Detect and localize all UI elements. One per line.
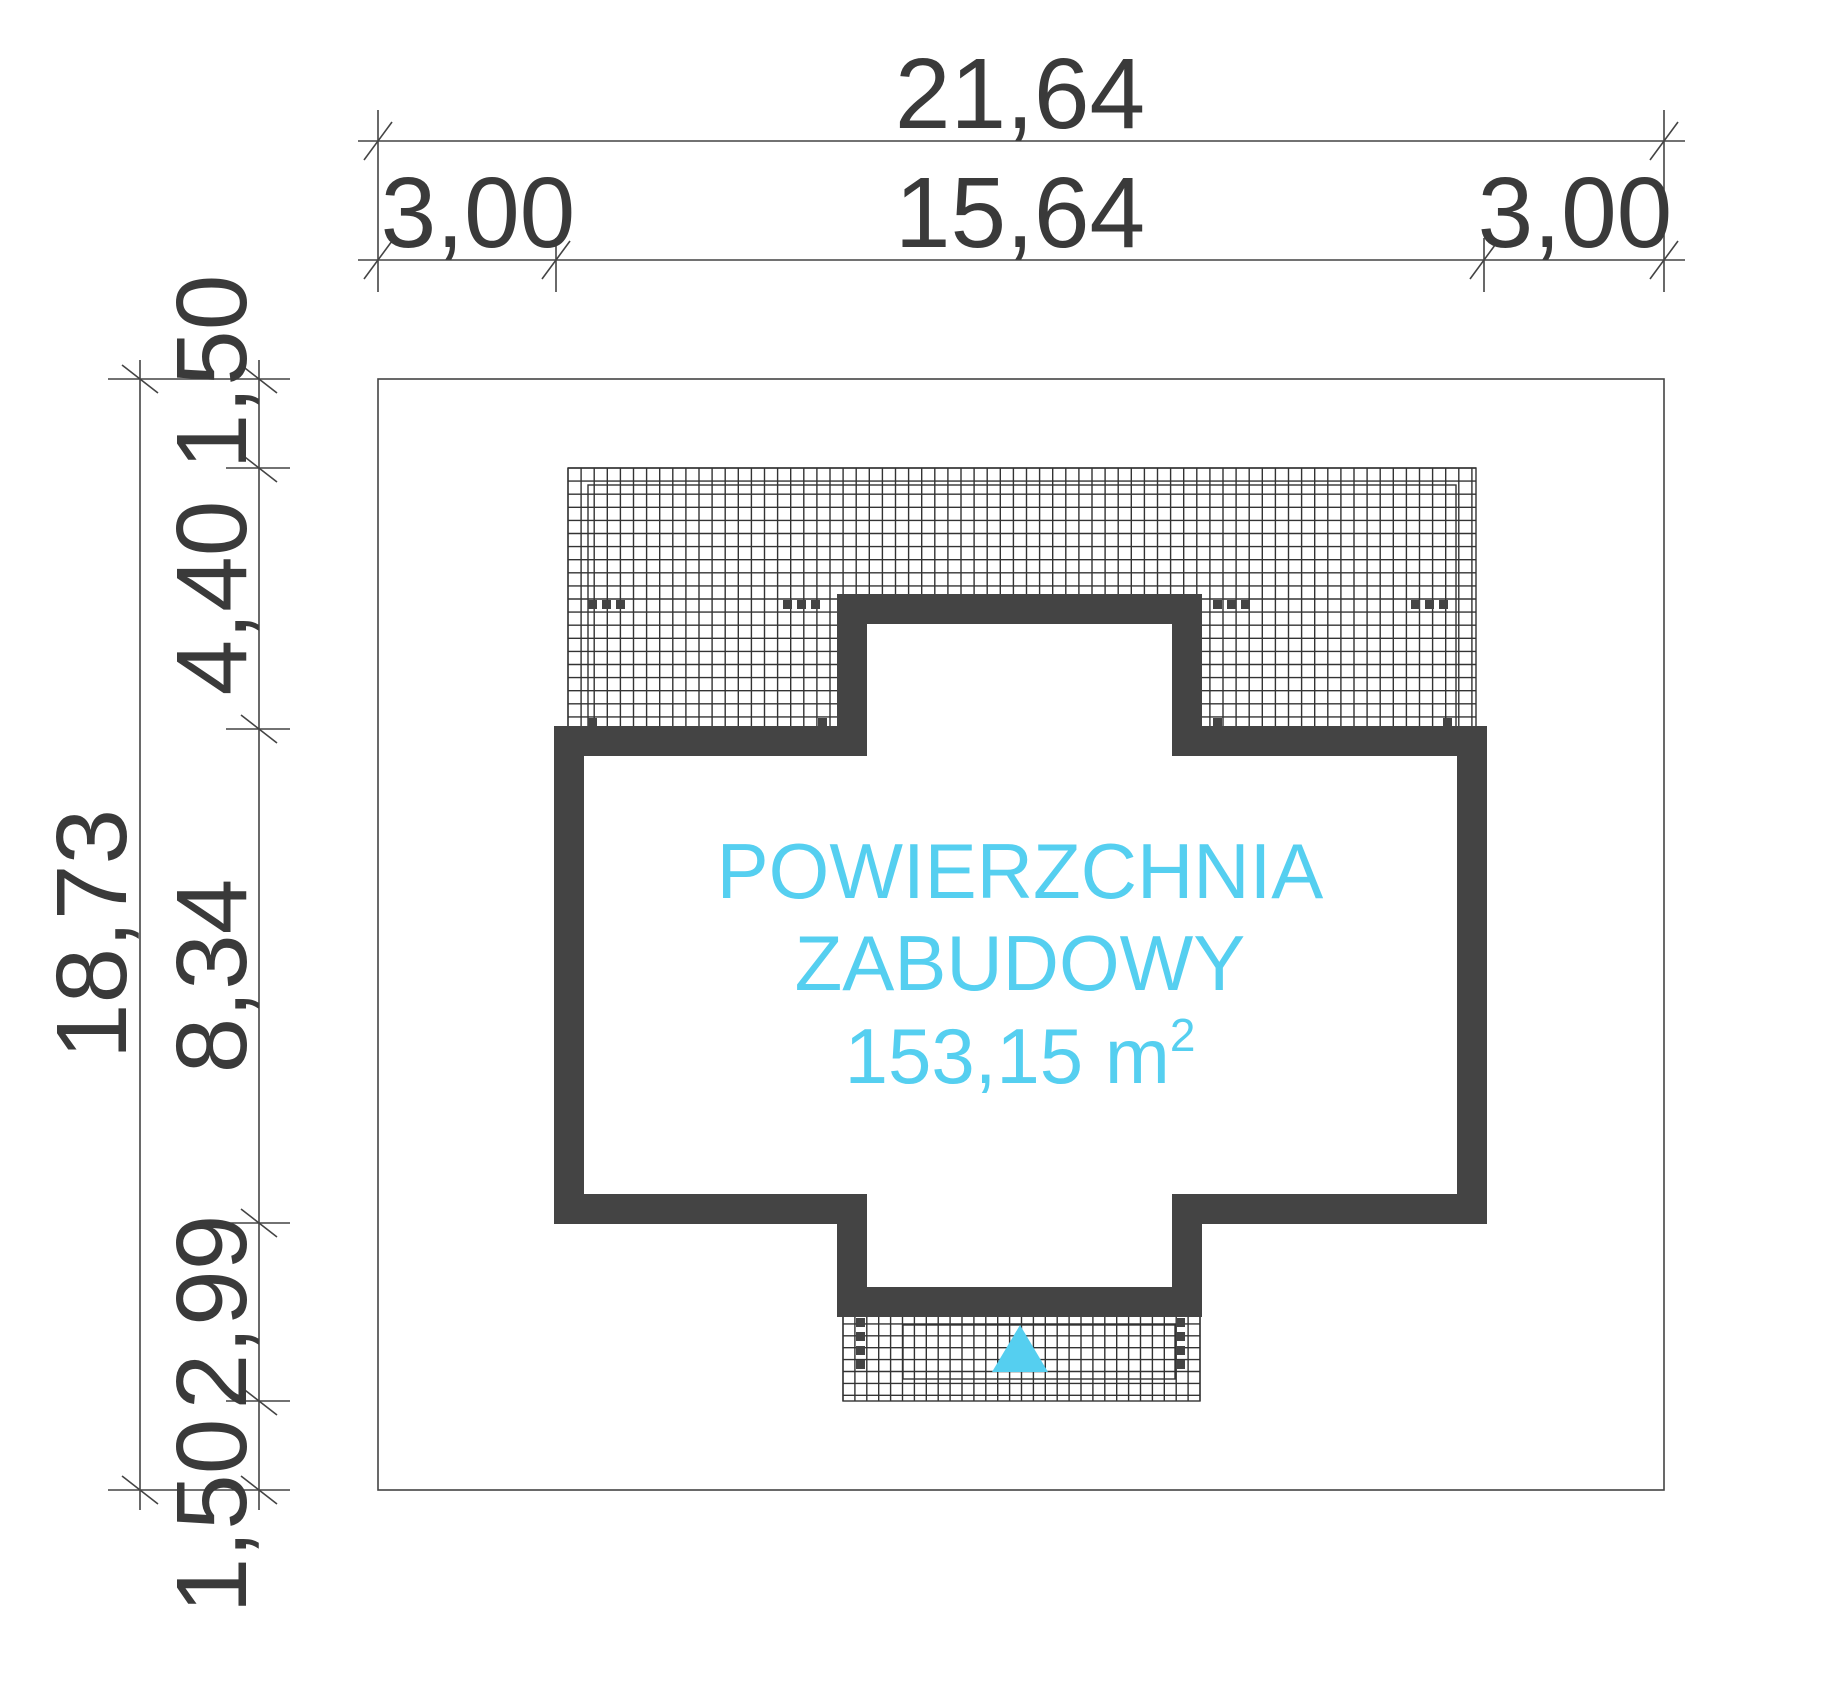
area-value-number: 153,15 m: [845, 1012, 1170, 1100]
dim-left-seg-1: 1,50: [156, 275, 268, 470]
dim-left-seg-4: 2,99: [156, 1215, 268, 1410]
dim-top-middle: 15,64: [895, 157, 1145, 269]
building-outline: [554, 594, 1487, 1317]
dim-top-total: 21,64: [895, 38, 1145, 150]
plot-boundary: [377, 378, 1665, 1491]
dim-left-seg-5: 1,50: [156, 1419, 268, 1614]
entrance-triangle-icon: [992, 1325, 1048, 1372]
area-label-line1: POWIERZCHNIA: [717, 827, 1324, 915]
dim-left-seg-2: 4,40: [156, 501, 268, 696]
area-value: 153,15 m2: [845, 1009, 1196, 1100]
dim-left-seg-3: 8,34: [156, 879, 268, 1074]
terrace-posts: [588, 600, 1452, 1369]
dim-top-right: 3,00: [1478, 157, 1673, 269]
top-dimension-lines: [358, 110, 1685, 292]
left-dimension-lines: [108, 360, 290, 1510]
area-label-line2: ZABUDOWY: [795, 919, 1246, 1007]
dim-left-total: 18,73: [36, 809, 148, 1059]
dim-top-left: 3,00: [381, 157, 576, 269]
area-unit-superscript: 2: [1170, 1009, 1196, 1061]
